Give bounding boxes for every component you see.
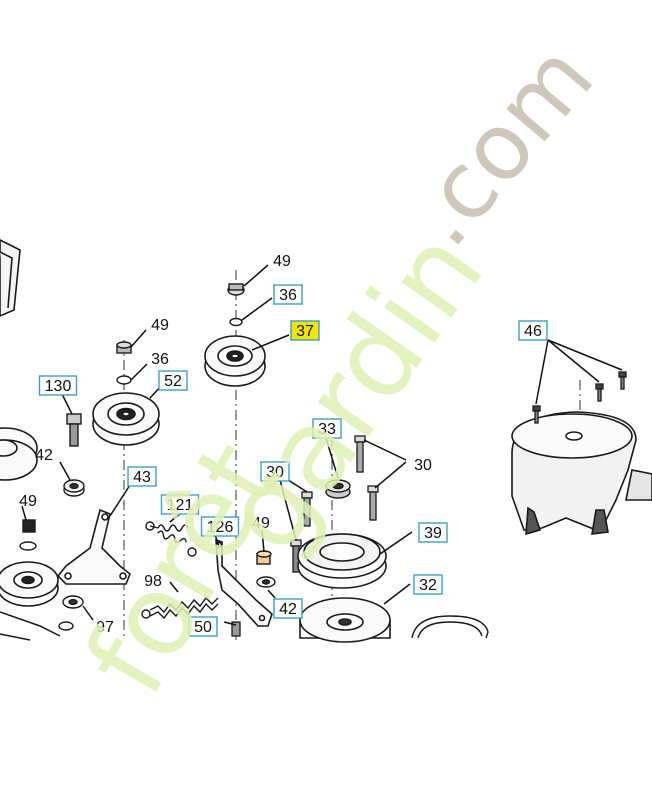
- callout-box: [418, 522, 448, 543]
- callout-number: 98: [144, 573, 162, 590]
- callout-49: 49: [19, 493, 37, 510]
- callout-number: 33: [318, 421, 336, 438]
- callout-number: 42: [279, 601, 297, 618]
- callout-box: [518, 320, 548, 341]
- callout-number: 37: [296, 323, 314, 340]
- callout-number: 30: [266, 464, 284, 481]
- callout-box: [127, 466, 157, 487]
- callout-49: 49: [273, 253, 291, 270]
- callout-42: 42: [35, 447, 53, 464]
- callout-42: 42: [273, 598, 303, 619]
- watermark-text-gardin: gardin: [198, 208, 509, 575]
- callout-box: [38, 375, 78, 396]
- bolt-130: [66, 413, 82, 447]
- nut-49-left: [19, 519, 37, 551]
- callout-36: 36: [273, 284, 303, 305]
- callout-121: 121: [160, 494, 200, 515]
- callout-box: [160, 494, 200, 515]
- callout-number: 49: [252, 515, 270, 532]
- callout-box: [273, 284, 303, 305]
- callout-30: 30: [414, 457, 432, 474]
- cover-46: [511, 411, 652, 536]
- left-large-pulley: [0, 427, 38, 481]
- callout-33: 33: [312, 418, 342, 439]
- callout-box: [312, 418, 342, 439]
- callout-30: 30: [260, 461, 290, 482]
- callout-box: [188, 616, 218, 637]
- callout-49: 49: [252, 515, 270, 532]
- callout-130: 130: [38, 375, 78, 396]
- callout-labels: 49 36 37 49 36 52 130 42 43 49 121 126 49 98 97 50 42 30 3…: [19, 253, 548, 637]
- callout-box: [413, 574, 443, 595]
- top-nut-washer: [227, 283, 245, 327]
- callout-52: 52: [158, 370, 188, 391]
- washer-97: [58, 595, 84, 631]
- spring-98: [141, 596, 219, 620]
- callout-number: 42: [35, 447, 53, 464]
- callout-50: 50: [188, 616, 218, 637]
- callout-37: 37: [290, 320, 320, 341]
- pulley-39: [297, 533, 387, 589]
- callout-43: 43: [127, 466, 157, 487]
- callout-98: 98: [144, 573, 162, 590]
- pulley-32: [299, 597, 391, 643]
- idler-pulley-52: [92, 392, 160, 446]
- leader-lines: [21, 264, 623, 626]
- callout-49: 49: [151, 317, 169, 334]
- callout-number: 32: [419, 577, 437, 594]
- callout-126: 126: [200, 516, 240, 537]
- callout-number: 121: [167, 497, 194, 514]
- callout-number: 49: [19, 493, 37, 510]
- callout-number: 43: [133, 469, 151, 486]
- spacer-42-left: [63, 479, 85, 497]
- callout-number: 52: [164, 373, 182, 390]
- drive-belt: [411, 615, 489, 639]
- callout-number: 39: [424, 525, 442, 542]
- callout-number: 130: [45, 378, 72, 395]
- bottom-left-bracket: [0, 611, 61, 641]
- bolts-30: [290, 435, 379, 573]
- callout-number: 126: [207, 519, 234, 536]
- callout-box: [158, 370, 188, 391]
- callout-39: 39: [418, 522, 448, 543]
- spring-121: [145, 521, 197, 557]
- callout-46: 46: [518, 320, 548, 341]
- callout-number: 49: [273, 253, 291, 270]
- bolt-50: [231, 621, 241, 637]
- callout-number: 50: [194, 619, 212, 636]
- left-housing-part: [0, 239, 21, 317]
- callout-36: 36: [151, 351, 169, 368]
- callout-box: [273, 598, 303, 619]
- callout-box: [200, 516, 240, 537]
- idler-pulley-37: [204, 335, 266, 387]
- callout-32: 32: [413, 574, 443, 595]
- callout-number: 97: [96, 619, 114, 636]
- callout-97: 97: [96, 619, 114, 636]
- left-lower-pulley: [0, 561, 59, 607]
- callout-number: 46: [524, 323, 542, 340]
- idler-arm-43: [56, 508, 131, 585]
- callout-box: [290, 320, 320, 341]
- callout-number: 30: [414, 457, 432, 474]
- callout-number: 36: [279, 287, 297, 304]
- callout-number: 49: [151, 317, 169, 334]
- callout-box: [260, 461, 290, 482]
- callout-number: 36: [151, 351, 169, 368]
- nut-33: [325, 479, 351, 499]
- bolts-46: [532, 371, 627, 424]
